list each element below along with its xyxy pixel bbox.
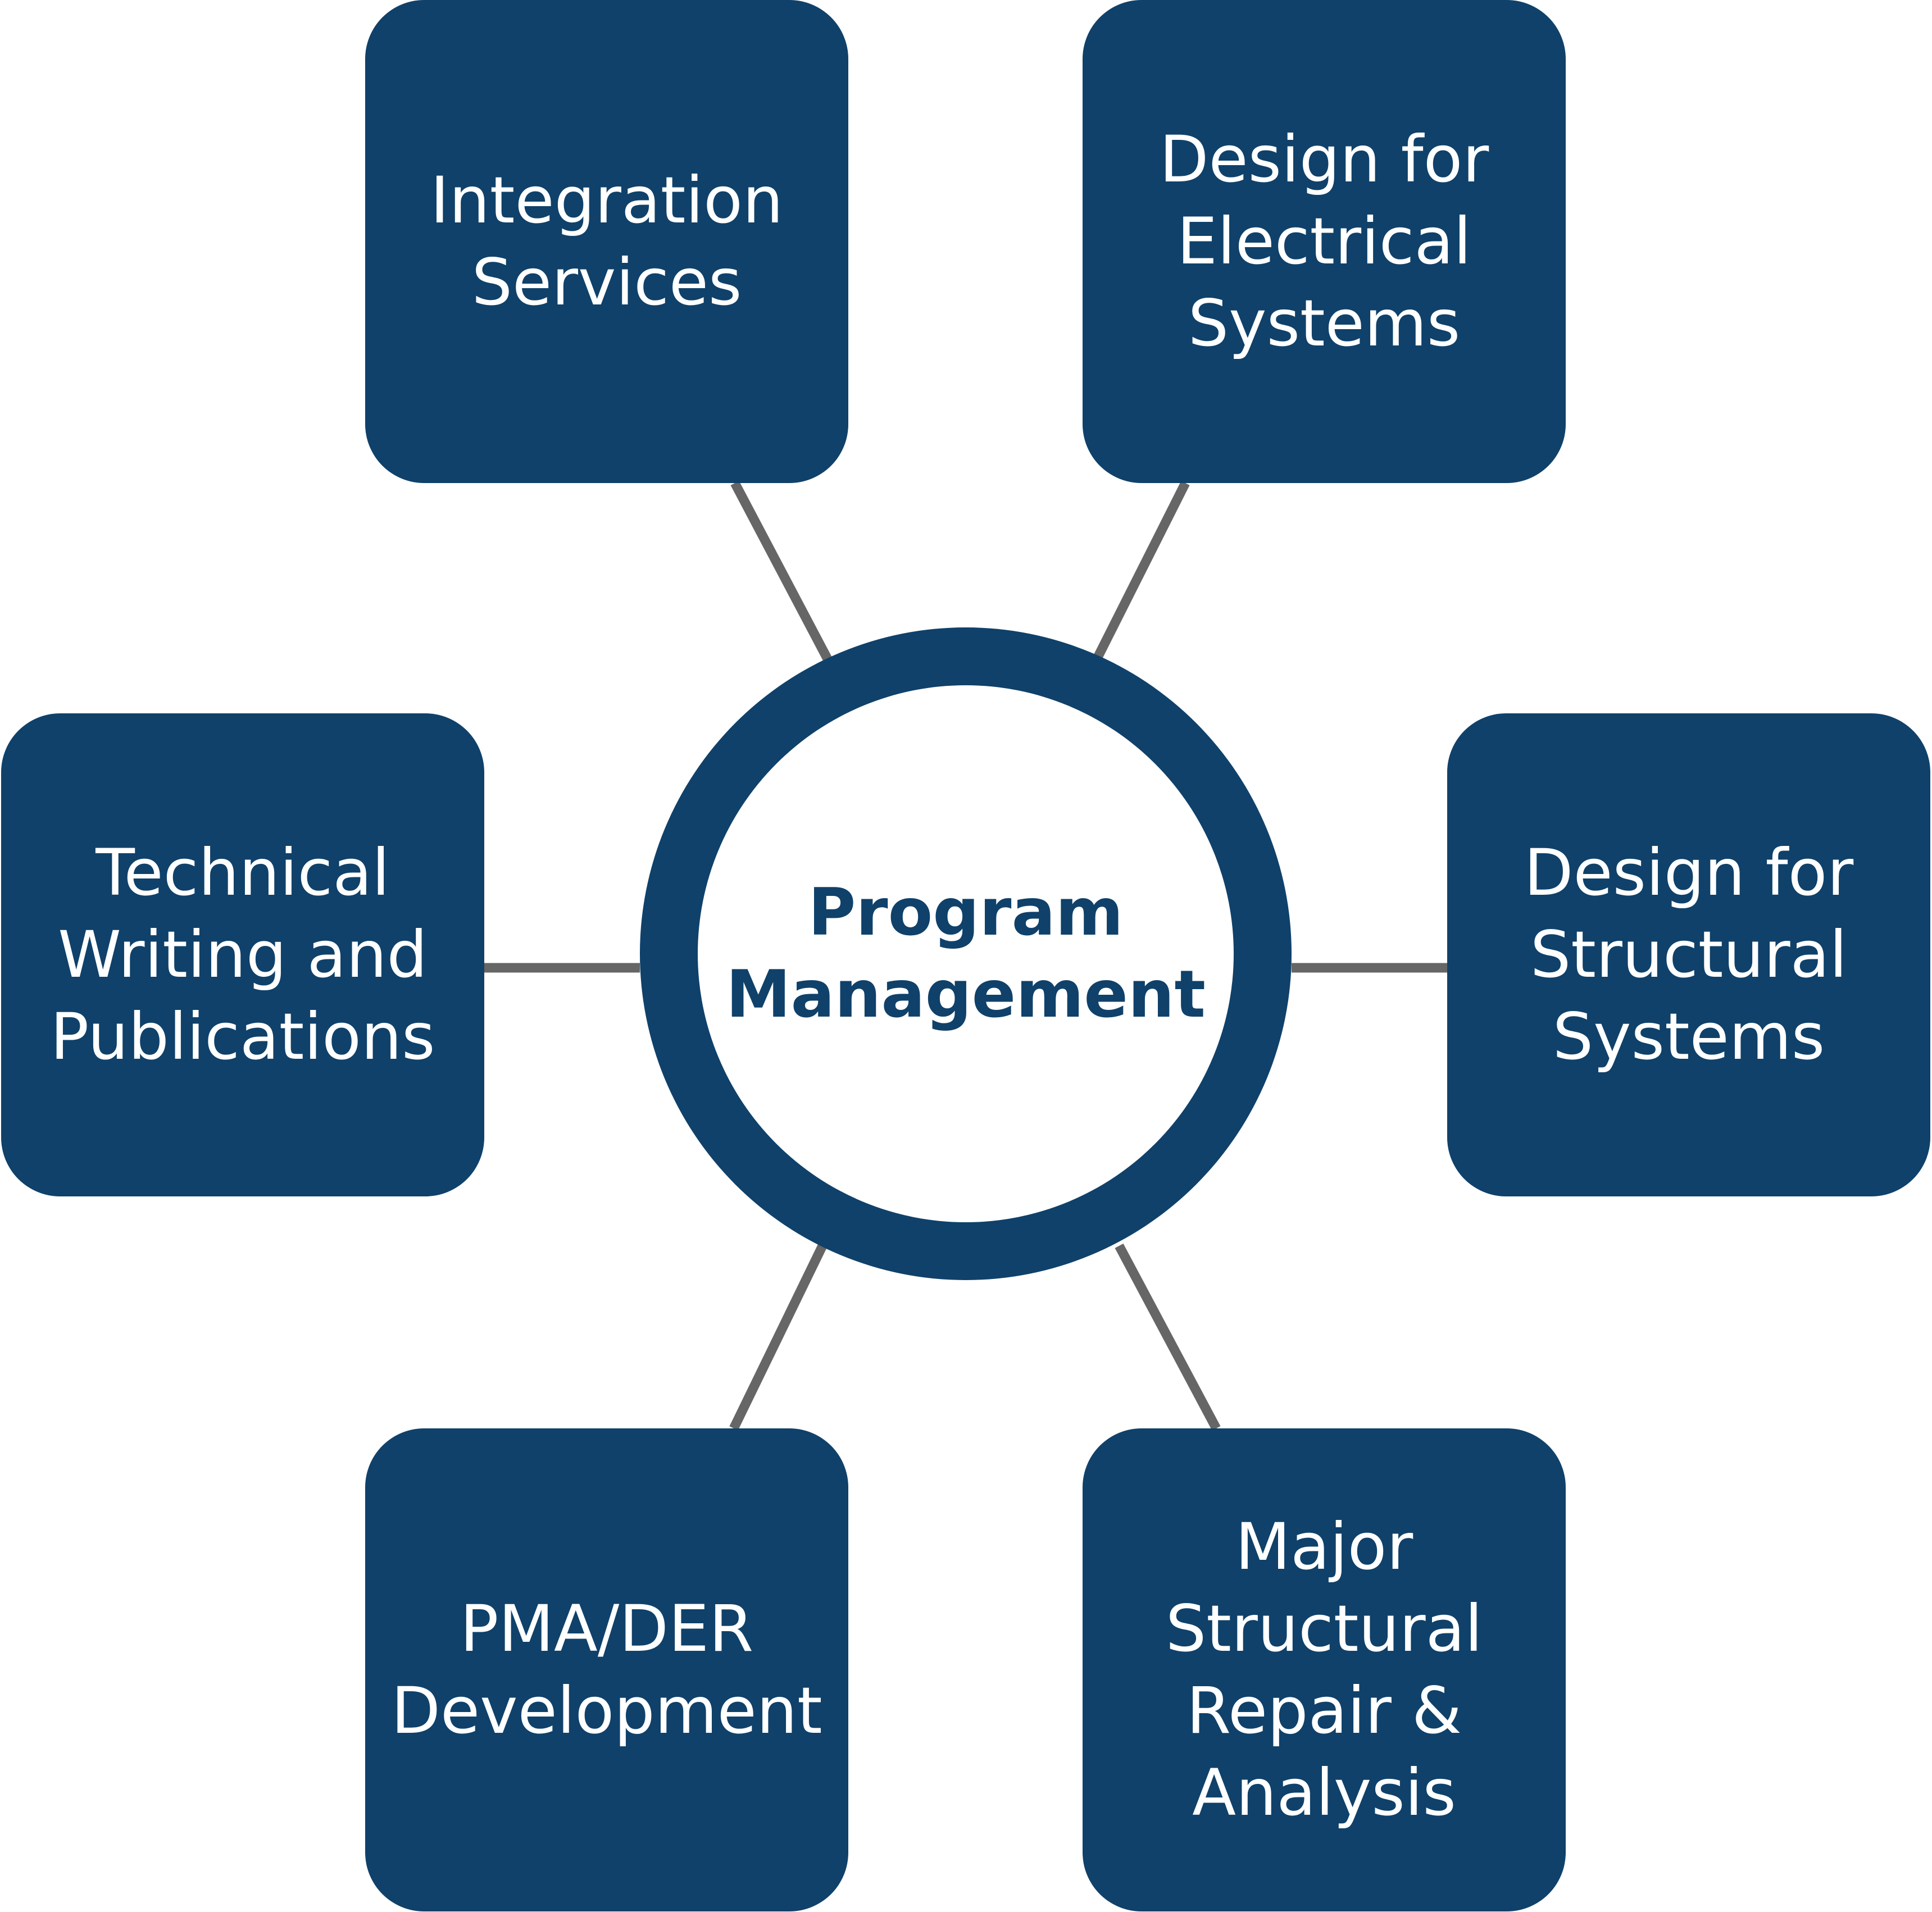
node-label-line: Electrical [1177, 204, 1471, 279]
connector-integration-services [730, 481, 833, 662]
node-label-line: Systems [1552, 999, 1825, 1074]
node-label-line: Design for [1524, 835, 1854, 910]
node-label-line: Technical [96, 835, 390, 910]
hub-label-line: Management [726, 957, 1206, 1032]
hub-label-line: Program [808, 875, 1124, 950]
node-design-structural-systems: Design for Structural Systems [1447, 713, 1930, 1196]
node-label-line: Publications [50, 999, 435, 1074]
node-major-structural-repair: Major Structural Repair & Analysis [1083, 1428, 1566, 1911]
node-label-line: Analysis [1192, 1755, 1456, 1830]
node-label-line: Repair & [1186, 1673, 1462, 1748]
node-label-line: Systems [1188, 286, 1461, 361]
node-label-line: Structural [1165, 1591, 1483, 1666]
node-label-line: Development [391, 1673, 822, 1748]
node-label-line: Services [471, 245, 742, 320]
node-label-line: Integration [430, 163, 784, 238]
connector-pma-der-development [729, 1244, 827, 1431]
node-design-electrical-systems: Design for Electrical Systems [1083, 0, 1566, 483]
connector-major-structural-repair [1115, 1244, 1221, 1431]
hub-program-management: Program Management [640, 627, 1292, 1280]
node-technical-writing: Technical Writing and Publications [1, 713, 484, 1196]
connector-design-electrical-systems [1093, 481, 1190, 661]
node-label-line: PMA/DER [460, 1591, 754, 1666]
node-label-line: Major [1235, 1509, 1413, 1584]
node-integration-services: Integration Services [365, 0, 848, 483]
node-label-line: Structural [1530, 917, 1848, 992]
node-pma-der-development: PMA/DER Development [365, 1428, 848, 1911]
node-label-line: Writing and [58, 917, 428, 992]
node-label-line: Design for [1159, 122, 1489, 197]
